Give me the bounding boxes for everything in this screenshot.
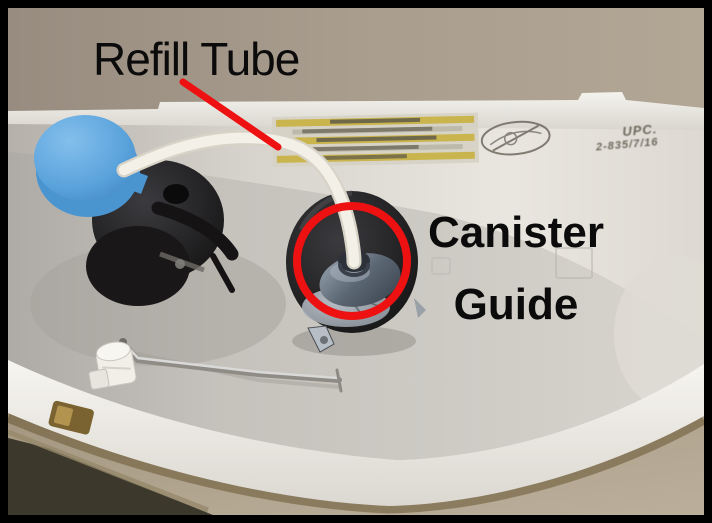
- logo-stamp: [480, 120, 551, 156]
- canister-guide-label-line1: Canister: [427, 208, 605, 257]
- tank-bolt: [48, 400, 94, 435]
- canister-guide-circle: [293, 202, 411, 320]
- refill-tube: [116, 130, 370, 277]
- tank-front-rim: [8, 360, 704, 506]
- floor-recess-marks: [431, 247, 593, 279]
- warning-label: [272, 112, 480, 167]
- refill-tube-callout-line: [179, 78, 282, 151]
- tank-rear-rim: [8, 92, 704, 130]
- annotated-toilet-tank-photo: Refill Tube Canister Guide UPC. 2-835/7/…: [8, 8, 704, 515]
- countertop-edge-shadow: [8, 429, 213, 515]
- refill-tube-label: Refill Tube: [93, 33, 300, 85]
- fill-valve-cap: [34, 115, 148, 217]
- lock-nut: [88, 341, 137, 390]
- canister-clip-right: [414, 298, 426, 318]
- rim-cast-shadow: [8, 413, 704, 514]
- canister-guide-label-line2: Guide: [453, 280, 579, 329]
- photo-scene: [8, 8, 704, 515]
